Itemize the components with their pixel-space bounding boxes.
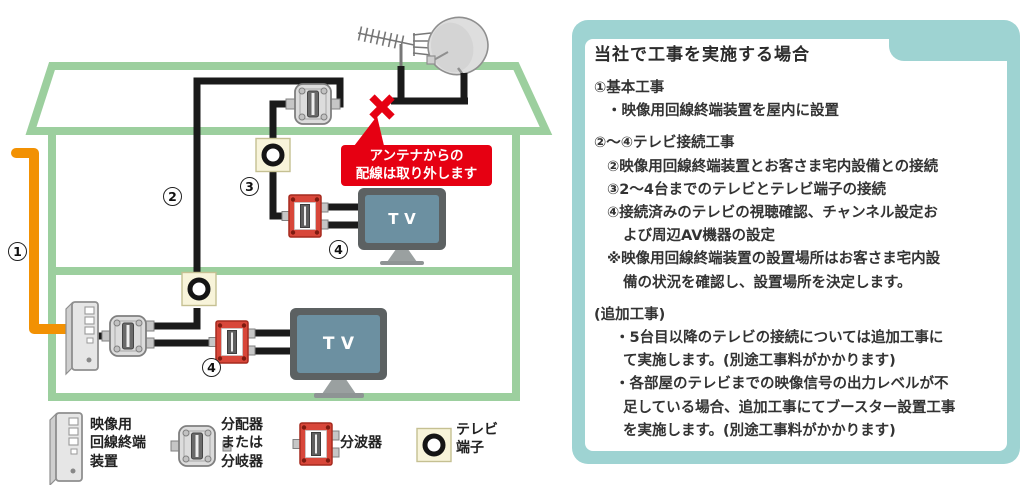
panel-line: ①基本工事 [594, 80, 665, 96]
legend-separator-label: 分波器 [340, 435, 382, 451]
splitter-to-lower-outlet [144, 308, 201, 330]
legend-outlet-icon [417, 429, 451, 462]
panel-line: て実施します。(別途工事料がかかります) [623, 353, 896, 370]
legend-outlet-label: テレビ 端子 [456, 422, 498, 457]
attic-splitter [294, 83, 332, 125]
step-2-marker: 2 [163, 187, 182, 206]
callout-line-2: 配線は取り外します [355, 165, 478, 182]
lower-separator [208, 320, 256, 364]
lower-tv: TV [290, 308, 387, 380]
lower-splitter [109, 315, 147, 357]
panel-corner-tab [889, 39, 1007, 61]
legend-splitter-label: 分配器 または 分岐器 [221, 417, 263, 470]
panel-line: ③2～4台までのテレビとテレビ端子の接続 [607, 181, 886, 198]
lower-tv-base [314, 393, 364, 398]
panel-line: ②～④テレビ接続工事 [594, 135, 735, 152]
upper-tv: TV [358, 188, 446, 250]
upper-tv-outlet [256, 139, 290, 172]
panel-title: 当社で工事を実施する場合 [594, 45, 810, 65]
panel-line: ・各部屋のテレビまでの映像信号の出力レベルが不 [615, 376, 949, 393]
step-4-marker-lower: 4 [202, 358, 221, 377]
panel-line: を実施します。(別途工事料がかかります) [623, 422, 896, 439]
antenna-downlead [391, 66, 468, 105]
optical-drop-cable [11, 148, 79, 334]
lower-tv-screen: TV [297, 315, 380, 373]
upper-tv-screen: TV [365, 195, 439, 243]
legend-onu-label: 映像用 回線終端 装置 [90, 417, 146, 470]
legend-splitter-icon [178, 425, 216, 467]
panel-line: ・映像用回線終端装置を屋内に設置 [607, 103, 839, 120]
panel-line: ②映像用回線終端装置とお客さま宅内設備との接続 [607, 158, 939, 175]
legend-onu-icon [49, 412, 83, 485]
legend-separator-icon [292, 422, 340, 466]
panel-line: よび周辺AV機器の設定 [623, 228, 775, 245]
upper-tv-stand [387, 250, 417, 262]
satellite-dish-icon [426, 16, 489, 77]
panel-line: (追加工事) [594, 306, 666, 323]
antenna-disconnect-callout: アンテナからの 配線は取り外します [341, 145, 492, 186]
step-3-marker: 3 [240, 177, 259, 196]
upper-tv-base [380, 261, 424, 265]
yagi-antenna-icon [357, 26, 432, 70]
panel-line: 備の状況を確認し、設置場所を決定します。 [623, 274, 912, 291]
panel-line: ④接続済みのテレビの視聴確認、チャンネル設定お [607, 205, 938, 222]
disconnect-x-icon [369, 94, 395, 120]
callout-line-1: アンテナからの [369, 147, 464, 164]
onu-device [65, 301, 99, 375]
panel-line: ・5台目以降のテレビの接続については追加工事に [615, 330, 944, 347]
panel-inner [585, 39, 1007, 451]
panel-line: 足している場合、追加工事にてブースター設置工事 [623, 399, 956, 416]
balloon-pointer [351, 116, 385, 150]
lower-tv-stand [322, 380, 356, 394]
upper-separator [281, 194, 329, 238]
panel-body: ①基本工事 ・映像用回線終端装置を屋内に設置 ②～④テレビ接続工事 ②映像用回線… [594, 77, 1006, 443]
step-1-marker: 1 [8, 242, 27, 261]
step-4-marker-upper: 4 [329, 240, 348, 259]
house-diagram [11, 16, 553, 485]
panel-line: ※映像用回線終端装置の設置場所はお客さま宅内設 [607, 251, 941, 268]
construction-info-panel: 当社で工事を実施する場合 ①基本工事 ・映像用回線終端装置を屋内に設置 ②～④テ… [572, 20, 1020, 464]
lower-separator-to-tv [248, 329, 296, 355]
lower-tv-outlet [182, 273, 216, 306]
